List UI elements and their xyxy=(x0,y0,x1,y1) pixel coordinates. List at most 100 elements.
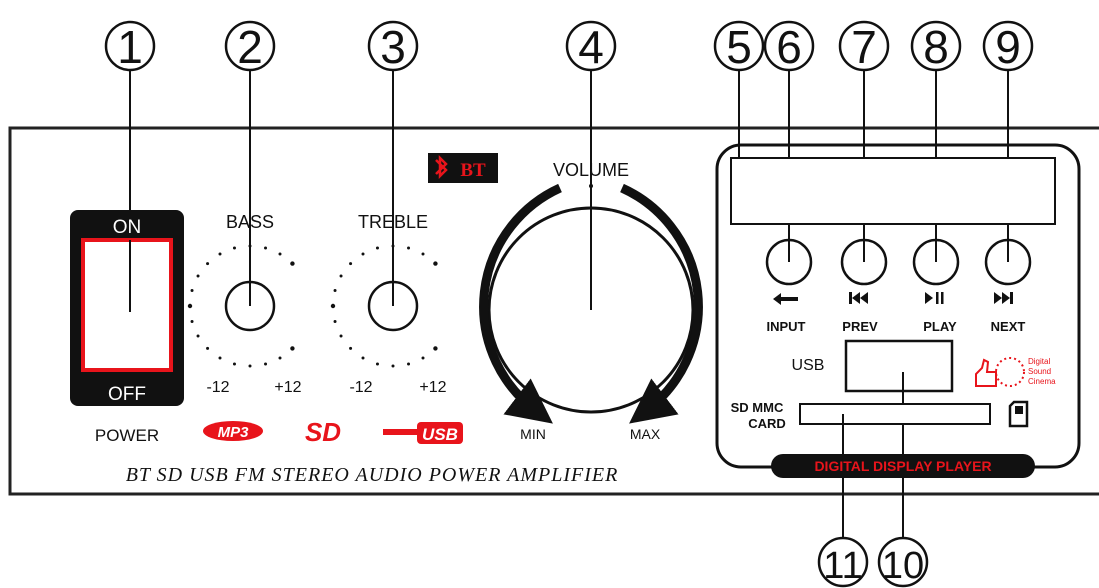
callout-3: 3 xyxy=(367,20,419,73)
bluetooth-badge: BT xyxy=(428,153,498,183)
scale-dot xyxy=(361,252,365,256)
scale-dot xyxy=(278,356,282,360)
svg-text:SD: SD xyxy=(305,417,341,447)
scale-dot xyxy=(232,362,236,366)
volume-label: VOLUME xyxy=(553,160,629,180)
volume-min-arc xyxy=(479,183,562,424)
svg-text:MP3: MP3 xyxy=(218,424,250,441)
scale-dot xyxy=(187,303,193,309)
card-label: CARD xyxy=(748,416,786,431)
sd-mmc-label: SD MMC xyxy=(731,400,784,415)
bass-label: BASS xyxy=(226,212,274,232)
svg-text:4: 4 xyxy=(578,21,604,73)
scale-dot xyxy=(248,364,252,368)
volume-max-arc xyxy=(620,183,703,424)
svg-text:5: 5 xyxy=(726,21,752,73)
mp3-logo: MP3 xyxy=(203,421,263,441)
bass-max-label: +12 xyxy=(274,379,301,396)
svg-text:USB: USB xyxy=(422,425,458,444)
bluetooth-icon xyxy=(435,154,448,180)
scale-dot xyxy=(407,362,411,366)
svg-text:11: 11 xyxy=(823,545,862,587)
svg-text:DIGITAL DISPLAY PLAYER: DIGITAL DISPLAY PLAYER xyxy=(814,458,991,474)
scale-dot xyxy=(375,362,379,366)
volume-min-label: MIN xyxy=(520,426,546,442)
usb-label: USB xyxy=(792,357,825,374)
scale-dot xyxy=(339,274,343,278)
scale-dot xyxy=(433,261,438,266)
scale-dot xyxy=(290,261,295,266)
scale-dot xyxy=(290,346,295,351)
svg-text:6: 6 xyxy=(776,21,802,73)
lcd-display xyxy=(730,157,1056,225)
next-icon xyxy=(994,292,1013,304)
play-pause-icon xyxy=(925,292,944,304)
scale-dot xyxy=(375,246,379,250)
svg-text:3: 3 xyxy=(380,21,406,73)
treble-label: TREBLE xyxy=(358,212,428,232)
callout-6: 6 xyxy=(763,20,815,73)
callout-1: 1 xyxy=(104,20,156,73)
callout-10: 10 xyxy=(877,536,929,588)
svg-text:8: 8 xyxy=(923,21,949,73)
sd-logo: SD xyxy=(305,417,341,447)
sd-card-icon xyxy=(1008,400,1029,428)
digital-sound-cinema-logo: Digital Sound Cinema xyxy=(975,357,1056,387)
callout-5: 5 xyxy=(713,20,765,73)
scale-dot xyxy=(349,262,353,266)
next-label: NEXT xyxy=(991,319,1026,334)
input-label: INPUT xyxy=(767,319,806,334)
treble-max-label: +12 xyxy=(419,379,446,396)
callout-11: 11 xyxy=(817,536,869,588)
input-icon xyxy=(773,293,798,305)
power-off-label: OFF xyxy=(108,384,146,405)
callout-2: 2 xyxy=(224,20,276,73)
power-caption: POWER xyxy=(95,426,159,445)
prev-label: PREV xyxy=(842,319,878,334)
player-banner: DIGITAL DISPLAY PLAYER xyxy=(771,454,1035,478)
sd-card-slot[interactable] xyxy=(799,403,991,425)
scale-dot xyxy=(218,252,222,256)
panel-title: BT SD USB FM STEREO AUDIO POWER AMPLIFIE… xyxy=(126,464,619,486)
play-label: PLAY xyxy=(923,319,957,334)
volume-max-label: MAX xyxy=(630,426,661,442)
svg-text:10: 10 xyxy=(882,545,924,587)
panel-outline xyxy=(8,126,1099,496)
scale-dot xyxy=(264,246,268,250)
scale-dot xyxy=(278,252,282,256)
svg-text:Cinema: Cinema xyxy=(1028,377,1056,386)
svg-text:Sound: Sound xyxy=(1028,367,1051,376)
scale-dot xyxy=(196,334,200,338)
scale-dot xyxy=(190,320,194,324)
power-switch[interactable]: ON OFF xyxy=(70,210,184,406)
scale-dot xyxy=(349,346,353,350)
svg-text:7: 7 xyxy=(851,21,877,73)
scale-dot xyxy=(391,244,395,248)
callout-7: 7 xyxy=(838,20,890,73)
svg-text:Digital: Digital xyxy=(1028,357,1050,366)
scale-dot xyxy=(330,303,336,309)
svg-text:9: 9 xyxy=(995,21,1021,73)
scale-dot xyxy=(248,244,252,248)
power-on-label: ON xyxy=(113,217,142,238)
bass-scale-dots xyxy=(187,244,295,368)
scale-dot xyxy=(196,274,200,278)
scale-dot xyxy=(333,288,337,292)
thumbs-up-icon xyxy=(975,358,997,387)
scale-dot xyxy=(206,346,210,350)
scale-dot xyxy=(433,346,438,351)
prev-icon xyxy=(849,292,868,304)
treble-scale-dots xyxy=(330,244,438,368)
scale-dot xyxy=(421,252,425,256)
svg-text:1: 1 xyxy=(117,21,143,73)
svg-text:BT: BT xyxy=(460,160,486,181)
callout-8: 8 xyxy=(910,20,962,73)
scale-dot xyxy=(206,262,210,266)
treble-min-label: -12 xyxy=(349,379,372,396)
scale-dot xyxy=(333,320,337,324)
scale-dot xyxy=(421,356,425,360)
callout-4: 4 xyxy=(565,20,617,73)
usb-port[interactable] xyxy=(844,339,954,393)
scale-dot xyxy=(391,364,395,368)
